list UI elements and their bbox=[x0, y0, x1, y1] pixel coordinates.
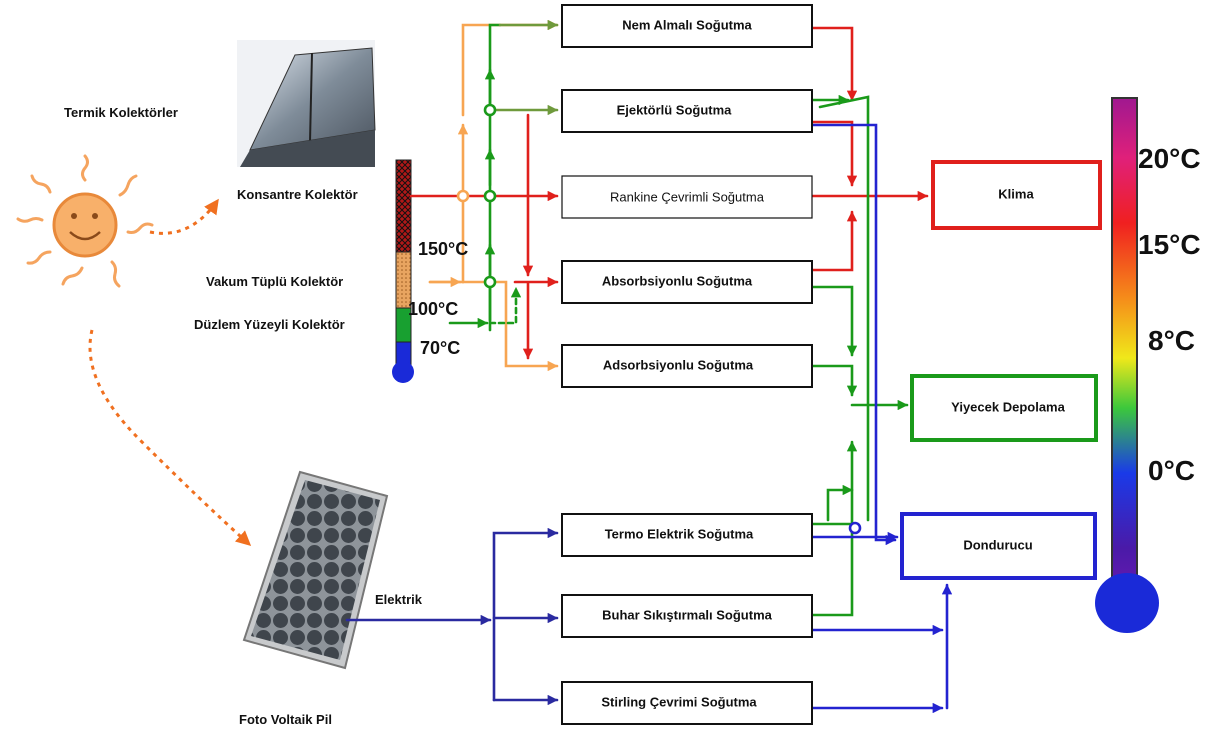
green-out-absorb bbox=[812, 287, 852, 355]
label-pv: Foto Voltaik Pil bbox=[239, 712, 332, 727]
app-box-klima: Klima bbox=[933, 162, 1100, 228]
process-label: Absorbsiyonlu Soğutma bbox=[602, 273, 753, 288]
sun-to-pv-arrow bbox=[90, 330, 250, 545]
sun-to-thermal-arrow bbox=[150, 200, 218, 233]
temperature-scale bbox=[1095, 98, 1159, 633]
scale-8: 8°C bbox=[1148, 325, 1195, 356]
process-label: Stirling Çevrimi Soğutma bbox=[601, 694, 757, 709]
process-box-termo: Termo Elektrik Soğutma bbox=[562, 514, 812, 556]
app-label: Klima bbox=[998, 186, 1034, 201]
label-termik: Termik Kolektörler bbox=[64, 105, 178, 120]
label-vakum: Vakum Tüplü Kolektör bbox=[206, 274, 343, 289]
green-flow-6 bbox=[490, 288, 516, 323]
process-label: Rankine Çevrimli Soğutma bbox=[610, 189, 765, 204]
green-out-adsorb bbox=[812, 366, 852, 395]
app-label: Dondurucu bbox=[963, 537, 1032, 552]
orange-flow-1 bbox=[463, 25, 557, 115]
process-label: Adsorbsiyonlu Soğutma bbox=[603, 357, 754, 372]
process-label: Buhar Sıkıştırmalı Soğutma bbox=[602, 607, 773, 622]
process-box-nem: Nem Almalı Soğutma bbox=[562, 5, 812, 47]
blue-out-ejektor bbox=[812, 125, 895, 540]
green-from-termo bbox=[812, 442, 852, 524]
app-box-depolama: Yiyecek Depolama bbox=[912, 376, 1096, 440]
temp-150: 150°C bbox=[418, 239, 468, 259]
sun-icon bbox=[18, 156, 152, 286]
process-label: Nem Almalı Soğutma bbox=[622, 17, 752, 32]
process-box-ejektor: Ejektörlü Soğutma bbox=[562, 90, 812, 132]
pv-panel-icon bbox=[244, 472, 387, 668]
red-out-nem bbox=[812, 28, 852, 100]
label-konsantre: Konsantre Kolektör bbox=[237, 187, 358, 202]
process-box-adsorb: Adsorbsiyonlu Soğutma bbox=[562, 345, 812, 387]
temp-100: 100°C bbox=[408, 299, 458, 319]
process-box-absorb: Absorbsiyonlu Soğutma bbox=[562, 261, 812, 303]
red-out-ejektor bbox=[812, 122, 852, 185]
scale-15: 15°C bbox=[1138, 229, 1201, 260]
label-elektrik: Elektrik bbox=[375, 592, 423, 607]
red-out-absorb bbox=[812, 212, 852, 270]
process-box-rankine: Rankine Çevrimli Soğutma bbox=[562, 176, 812, 218]
green-from-buhar bbox=[812, 525, 852, 615]
scale-20: 20°C bbox=[1138, 143, 1201, 174]
label-duzlem: Düzlem Yüzeyli Kolektör bbox=[194, 317, 345, 332]
app-box-dondurucu: Dondurucu bbox=[902, 514, 1095, 578]
process-box-stirling: Stirling Çevrimi Soğutma bbox=[562, 682, 812, 724]
process-label: Termo Elektrik Soğutma bbox=[605, 526, 754, 541]
temp-70: 70°C bbox=[420, 338, 460, 358]
app-label: Yiyecek Depolama bbox=[951, 399, 1065, 414]
process-box-buhar: Buhar Sıkıştırmalı Soğutma bbox=[562, 595, 812, 637]
elektrik-bus bbox=[494, 533, 557, 700]
collector-thermometer bbox=[392, 160, 414, 383]
scale-0: 0°C bbox=[1148, 455, 1195, 486]
green-from-termo-2 bbox=[828, 490, 852, 520]
solar-collector-photo bbox=[237, 40, 375, 167]
process-label: Ejektörlü Soğutma bbox=[617, 102, 733, 117]
green-out-ejektor-2 bbox=[820, 97, 868, 520]
